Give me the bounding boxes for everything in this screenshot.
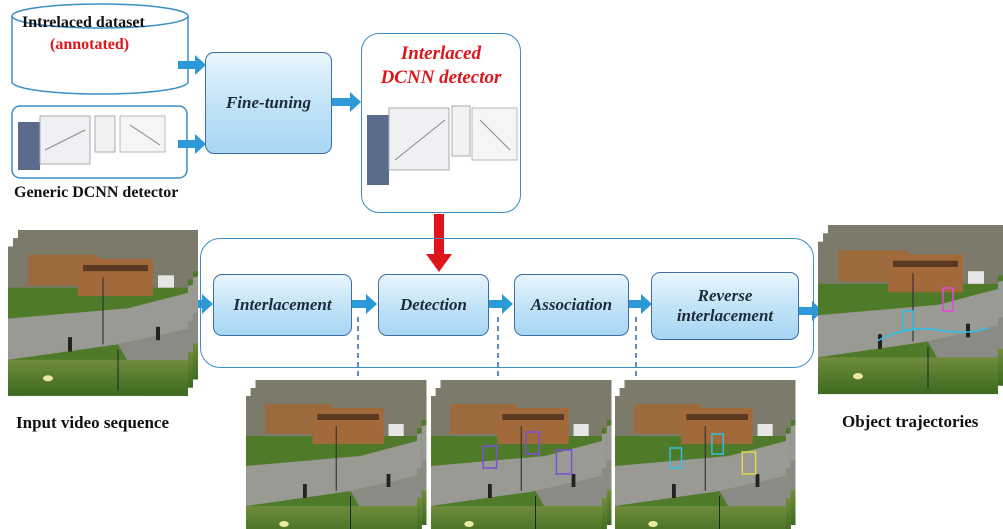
dataset-cylinder [11,3,189,95]
interlaced-title-line1: Interlaced [400,43,482,64]
interlaced-detector-frame [361,33,521,213]
input-sequence-label: Input video sequence [16,413,170,432]
interlaced-detector-title: Interlaced DCNN detector [361,42,521,90]
association-box: Association [514,274,629,336]
reverse-interlacement-box: Reverse interlacement [651,272,799,340]
reverse-interlacement-label: Reverse interlacement [677,286,773,325]
detection-box: Detection [378,274,489,336]
reverse-line2: interlacement [676,306,774,325]
interlaced-title-line2: DCNN detector [380,67,502,88]
reverse-line1: Reverse [697,286,753,306]
pipeline-container [200,238,814,368]
interlacement-label: Interlacement [233,295,332,315]
dataset-title: Intrelaced dataset [22,14,145,31]
finetune-box: Fine-tuning [205,52,332,154]
finetune-label: Fine-tuning [225,93,312,113]
detection-frames [431,380,612,529]
dashed-connectors [357,317,637,380]
pipeline-arrows [186,294,823,321]
arrows-to-finetune [178,55,361,154]
dataset-subtitle: (annotated) [50,36,130,53]
interlacement-box: Interlacement [213,274,352,336]
output-trajectories-label: Object trajectories [842,412,979,431]
association-frames [615,380,796,529]
interlaced-frames [246,380,427,529]
detection-label: Detection [399,295,468,315]
association-label: Association [530,295,613,315]
output-video-stack [818,225,1003,394]
input-video-stack [8,230,198,396]
red-arrow [426,214,452,272]
generic-detector-label: Generic DCNN detector [14,184,179,201]
interlaced-network-diagram [367,105,518,185]
generic-network-diagram [18,115,166,170]
